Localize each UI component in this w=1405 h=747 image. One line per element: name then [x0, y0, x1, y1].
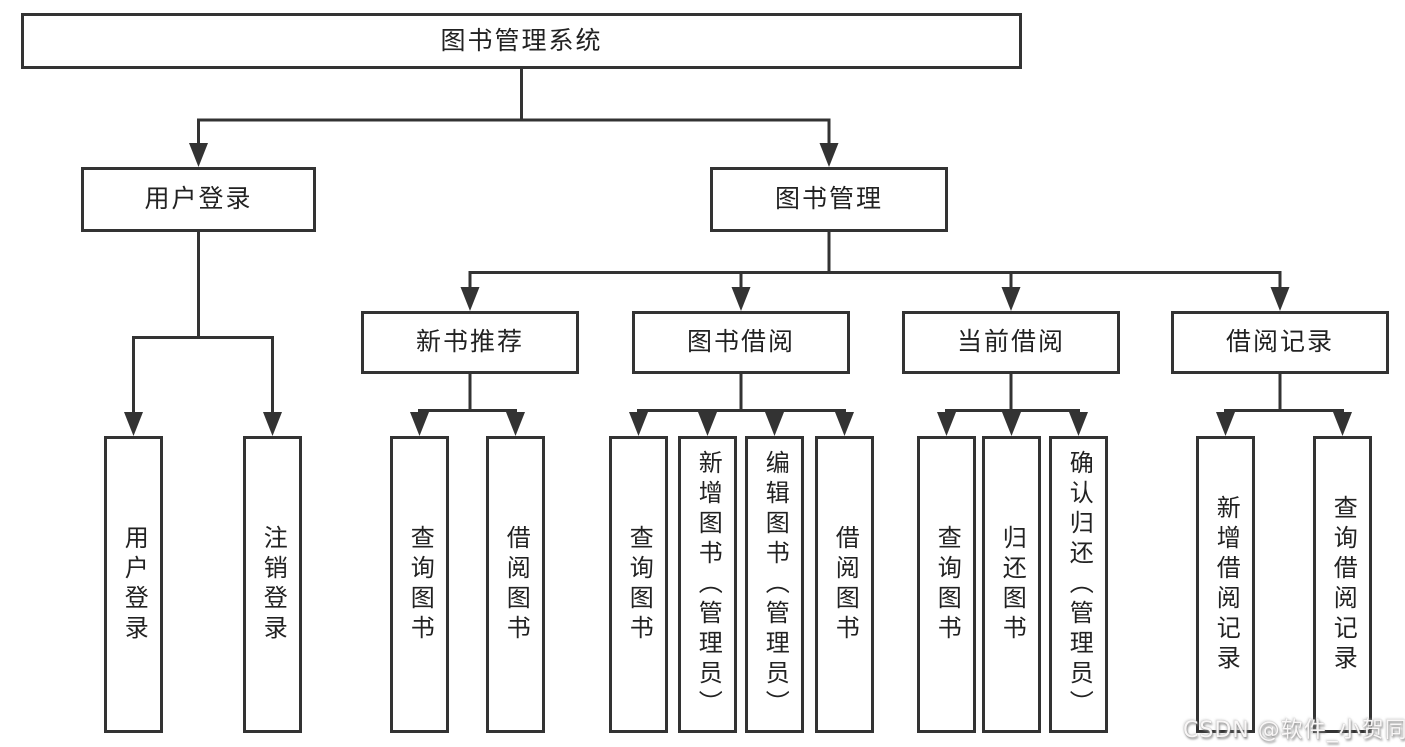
arrow-head: [1001, 287, 1021, 311]
arrow-head: [410, 412, 429, 436]
node-label: 归还图书: [998, 524, 1027, 645]
leaf-add-borrow-record: 新增借阅记录: [1196, 436, 1255, 733]
node-label: 编辑图书（管理员）: [761, 449, 790, 720]
arrow-head: [1216, 412, 1235, 436]
node-label: 图书借阅: [686, 327, 795, 357]
node-label: 查询借阅记录: [1329, 494, 1358, 675]
arrow-head: [731, 287, 751, 311]
arrow-head: [1333, 412, 1352, 436]
node-label: 用户登录: [120, 524, 149, 645]
arrow-head: [937, 412, 956, 436]
leaf-edit-books-admin: 编辑图书（管理员）: [745, 436, 804, 733]
arrow-head: [263, 412, 282, 436]
node-label: 确认归还（管理员）: [1065, 449, 1094, 720]
leaf-query-books-borrow: 查询图书: [609, 436, 668, 733]
leaf-borrow-books: 借阅图书: [815, 436, 874, 733]
leaf-query-books-recommend: 查询图书: [390, 436, 449, 733]
leaf-user-login: 用户登录: [104, 436, 163, 733]
node-label: 查询图书: [625, 524, 654, 645]
arrow-head: [460, 287, 480, 311]
node-borrowing-records: 借阅记录: [1171, 311, 1389, 374]
leaf-query-borrow-record: 查询借阅记录: [1313, 436, 1372, 733]
node-label: 借阅记录: [1225, 327, 1334, 357]
node-label: 新书推荐: [415, 327, 524, 357]
node-label: 查询图书: [406, 524, 435, 645]
node-label: 注销登录: [259, 524, 288, 645]
node-label: 借阅图书: [502, 524, 531, 645]
arrow-head: [835, 412, 854, 436]
arrow-head: [506, 412, 525, 436]
arrow-head: [189, 143, 208, 167]
arrow-head: [819, 143, 839, 167]
arrow-head: [124, 412, 143, 436]
node-new-book-recommendation: 新书推荐: [361, 311, 579, 374]
arrow-head: [1002, 412, 1021, 436]
leaf-query-books-current: 查询图书: [917, 436, 976, 733]
node-label: 查询图书: [933, 524, 962, 645]
leaf-add-books-admin: 新增图书（管理员）: [678, 436, 737, 733]
arrow-head: [1069, 412, 1088, 436]
node-user-login-branch: 用户登录: [81, 167, 316, 232]
arrow-head: [629, 412, 648, 436]
leaf-logout: 注销登录: [243, 436, 302, 733]
node-label: 新增借阅记录: [1212, 494, 1241, 675]
arrow-head: [698, 412, 717, 436]
node-current-borrowing: 当前借阅: [902, 311, 1120, 374]
node-library-management-system: 图书管理系统: [21, 13, 1022, 69]
node-label: 当前借阅: [956, 327, 1065, 357]
node-label: 借阅图书: [831, 524, 860, 645]
node-label: 新增图书（管理员）: [694, 449, 723, 720]
node-label: 图书管理系统: [440, 25, 603, 55]
node-book-borrowing: 图书借阅: [632, 311, 850, 374]
leaf-return-books: 归还图书: [982, 436, 1041, 733]
arrow-head: [765, 412, 784, 436]
node-label: 用户登录: [144, 184, 253, 214]
node-label: 图书管理: [774, 184, 883, 214]
leaf-confirm-return-admin: 确认归还（管理员）: [1049, 436, 1108, 733]
arrow-head: [1270, 287, 1290, 311]
node-book-management-branch: 图书管理: [710, 167, 948, 232]
leaf-borrow-books-recommend: 借阅图书: [486, 436, 545, 733]
